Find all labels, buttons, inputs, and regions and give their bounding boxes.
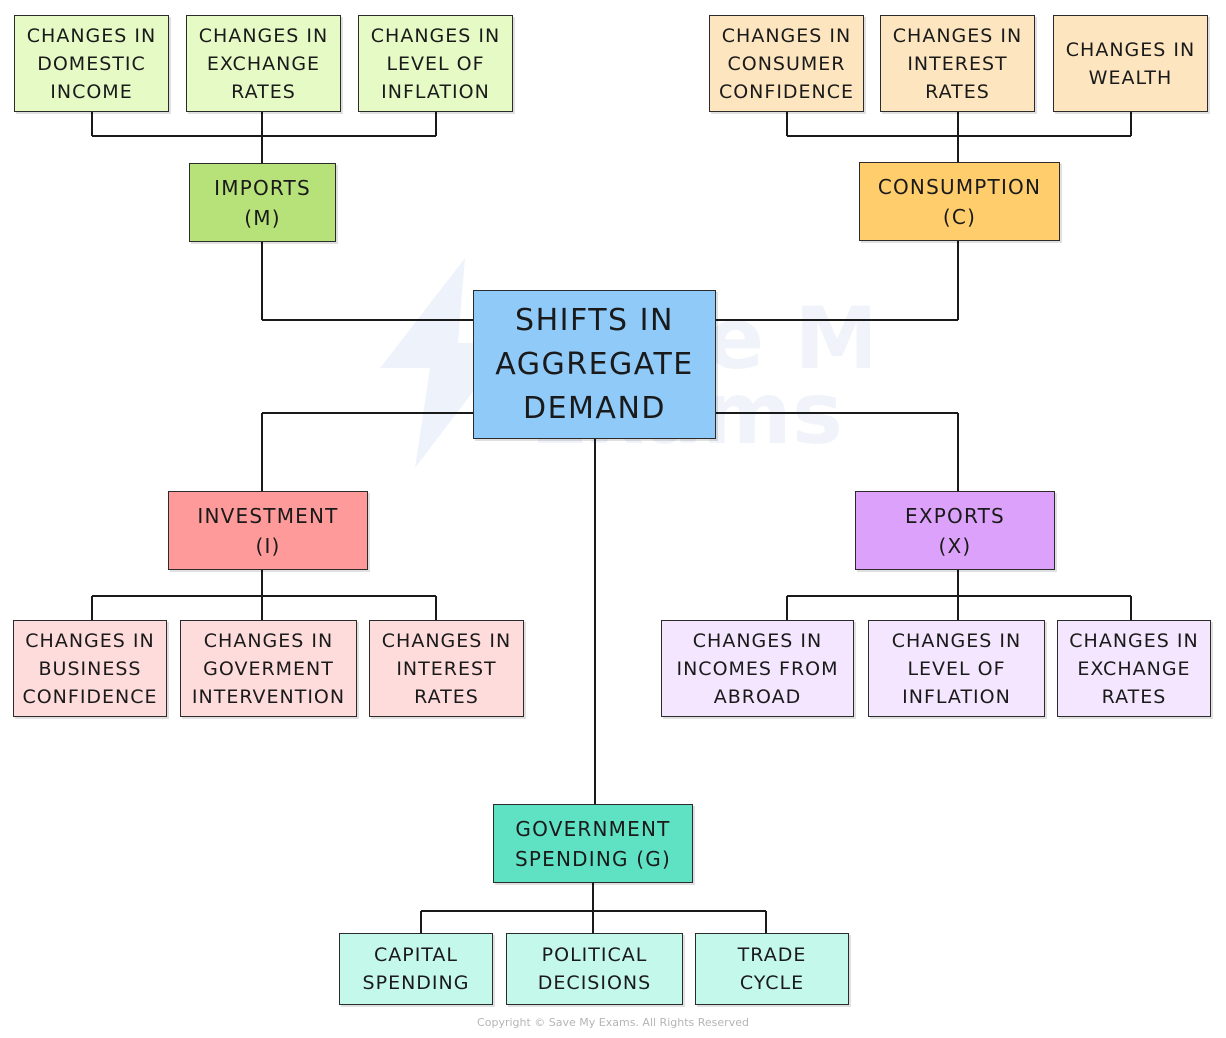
imports-box: IMPORTS (M) — [189, 163, 336, 242]
exports-factor-inflation: CHANGES IN LEVEL OF INFLATION — [868, 620, 1045, 717]
government-factor-capital-spending: CAPITAL SPENDING — [339, 933, 493, 1005]
government-factor-political-decisions: POLITICAL DECISIONS — [506, 933, 683, 1005]
investment-factor-government-intervention: CHANGES IN GOVERMENT INTERVENTION — [180, 620, 357, 717]
exports-factor-exchange-rates: CHANGES IN EXCHANGE RATES — [1057, 620, 1211, 717]
copyright-notice: Copyright © Save My Exams. All Rights Re… — [477, 1016, 749, 1029]
government-factor-trade-cycle: TRADE CYCLE — [695, 933, 849, 1005]
investment-factor-interest-rates: CHANGES IN INTEREST RATES — [369, 620, 524, 717]
imports-factor-inflation: CHANGES IN LEVEL OF INFLATION — [358, 15, 513, 112]
consumption-factor-wealth: CHANGES IN WEALTH — [1053, 15, 1208, 112]
government-spending-box: GOVERNMENT SPENDING (G) — [493, 804, 693, 883]
imports-factor-exchange-rates: CHANGES IN EXCHANGE RATES — [186, 15, 341, 112]
imports-factor-domestic-income: CHANGES IN DOMESTIC INCOME — [14, 15, 169, 112]
investment-factor-business-confidence: CHANGES IN BUSINESS CONFIDENCE — [13, 620, 167, 717]
aggregate-demand-box: SHIFTS IN AGGREGATE DEMAND — [473, 290, 716, 439]
investment-box: INVESTMENT (I) — [168, 491, 368, 570]
consumption-box: CONSUMPTION (C) — [859, 162, 1060, 241]
consumption-factor-interest-rates: CHANGES IN INTEREST RATES — [880, 15, 1035, 112]
exports-factor-incomes-abroad: CHANGES IN INCOMES FROM ABROAD — [661, 620, 854, 717]
consumption-factor-consumer-confidence: CHANGES IN CONSUMER CONFIDENCE — [709, 15, 864, 112]
exports-box: EXPORTS (X) — [855, 491, 1055, 570]
